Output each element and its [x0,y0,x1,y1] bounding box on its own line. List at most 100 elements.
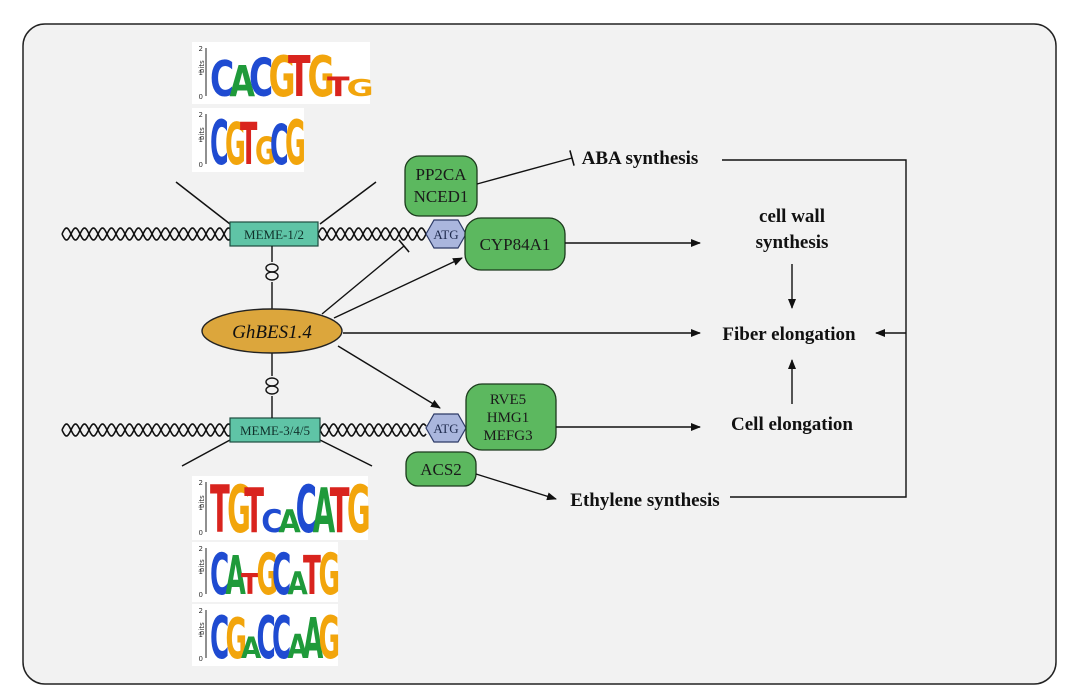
atg-hexagon-bottom: ATG [425,413,467,443]
logo-letter-G: G [319,604,341,673]
logo-axis-tick: 1 [199,136,203,144]
logo-letter-C: C [270,114,289,178]
motif-box-top: MEME-1/2 [229,221,319,247]
logo-axis-tick: 2 [199,545,203,553]
gene-label-hmg1: HMG1 [487,410,530,426]
logo-axis-tick: 1 [199,504,203,512]
logo-letter-A: A [288,628,308,667]
logo-axis-label: bits [198,495,206,508]
logo-axis-tick: 1 [199,69,203,77]
process-cell-wall-line1: cell wall [759,206,825,227]
feedback-bracket [722,159,907,498]
atg-label-bottom: ATG [433,421,458,436]
inhibition-to-aba [476,150,575,185]
binding-link-bottom [265,352,279,418]
logo-letter-A: A [313,476,336,548]
logo-letter-C: C [210,543,229,608]
logo-letter-T: T [244,476,264,548]
motif-box-bottom: MEME-3/4/5 [229,417,321,443]
logo-letter-T: T [210,471,230,547]
logo-letter-G: G [285,108,306,180]
atg-label-top: ATG [433,227,458,242]
logo-letter-G: G [269,44,296,110]
logo-axis-tick: 0 [199,591,203,599]
logo-letter-G: G [347,471,371,547]
gene-box-acs2: ACS2 [405,451,477,487]
figure-frame [22,23,1057,685]
arrow-to-ethylene [475,473,557,501]
motif-callout-lines [175,181,377,467]
logo-axis-tick: 0 [199,161,203,169]
logo-letter-G: G [308,44,335,110]
gene-label-cyp84a1: CYP84A1 [480,235,551,254]
logo-letter-C: C [210,108,229,180]
logo-letter-T: T [241,569,259,601]
logo-letter-T: T [330,476,350,548]
logo-axis-tick: 0 [199,529,203,537]
gene-label-pp2ca: PP2CA [415,165,467,184]
gene-label-rve5: RVE5 [490,392,526,408]
logo-axis-label: bits [198,127,206,140]
logo-letter-T: T [327,72,350,103]
logo-letter-G: G [347,75,374,102]
logo-letter-G: G [225,110,246,179]
logo-axis-tick: 0 [199,655,203,663]
regulation-arrows [321,239,701,409]
logo-letter-G: G [319,543,341,608]
logo-letter-G: G [227,471,251,547]
logo-axis-tick: 2 [199,479,203,487]
logo-letter-C: C [257,604,276,673]
logo-letter-C: C [210,604,229,673]
gene-box-rve5-group: RVE5 HMG1 MEFG3 [465,383,557,451]
logo-axis-tick: 1 [199,568,203,576]
motif-box-bottom-label: MEME-3/4/5 [240,423,310,438]
motif-box-top-label: MEME-1/2 [244,227,304,242]
gene-label-mefg3: MEFG3 [483,428,532,444]
logo-letter-A: A [303,607,323,672]
logo-letter-C: C [249,48,273,109]
logo-letter-T: T [288,44,311,110]
atg-hexagon-top: ATG [425,219,467,249]
process-ethylene-synthesis: Ethylene synthesis [570,490,719,511]
logo-letter-T: T [303,544,321,606]
logo-letter-C: C [272,543,291,608]
logo-letter-A: A [226,544,247,606]
logo-axis-label: bits [198,622,206,635]
logo-letter-A: A [241,630,262,665]
logo-letter-A: A [288,565,309,602]
logo-letter-C: C [210,50,234,108]
gene-ellipse-ghbes: GhBES1.4 [201,308,343,354]
logo-letter-G: G [255,129,276,174]
binding-link-top [265,246,279,310]
process-fiber-elongation: Fiber elongation [722,324,856,345]
logo-axis-label: bits [198,60,206,73]
process-cell-elongation: Cell elongation [731,414,853,435]
gene-box-cyp84a1: CYP84A1 [464,217,566,271]
logo-axis-tick: 2 [199,45,203,53]
logo-letter-A: A [278,504,300,540]
process-aba-synthesis: ABA synthesis [582,148,699,169]
logo-letter-C: C [261,504,282,540]
gene-label-acs2: ACS2 [420,460,462,479]
logo-letter-G: G [257,543,279,608]
inhibition-arrow-pp2ca [321,239,410,315]
process-cell-wall-line2: synthesis [756,232,829,253]
logo-letter-C: C [272,604,291,673]
dna-helix-top [61,227,427,241]
logo-axis-label: bits [198,559,206,572]
central-gene-label: GhBES1.4 [232,322,312,343]
logo-letter-A: A [230,58,256,107]
arrow-to-atg-bottom [337,345,441,409]
logo-axis-tick: 2 [199,111,203,119]
logo-letter-T: T [240,110,258,179]
logo-axis-tick: 0 [199,93,203,101]
logo-letter-C: C [296,471,317,547]
gene-box-pp2ca-nced1: PP2CA NCED1 [404,155,478,217]
